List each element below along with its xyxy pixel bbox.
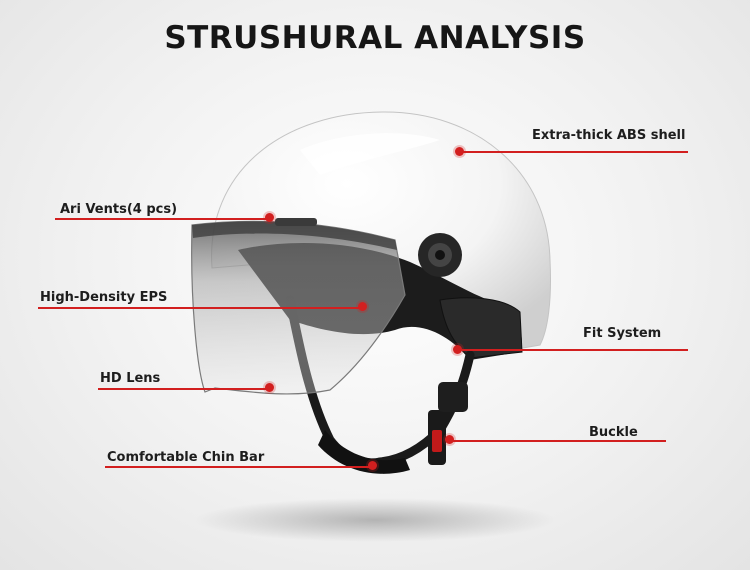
line-buckle — [450, 440, 666, 442]
page-title: STRUSHURAL ANALYSIS — [164, 20, 586, 56]
line-abs-shell — [460, 151, 688, 153]
line-fit-system — [458, 349, 688, 351]
label-fit-system: Fit System — [583, 326, 662, 341]
dot-hd-lens — [265, 383, 274, 392]
line-eps — [38, 307, 363, 309]
floor-shadow — [195, 498, 555, 542]
label-air-vents: Ari Vents(4 pcs) — [60, 202, 178, 217]
line-hd-lens — [98, 388, 270, 390]
label-buckle: Buckle — [589, 425, 638, 440]
label-abs-shell: Extra-thick ABS shell — [532, 128, 686, 143]
fit-system-cradle — [439, 297, 523, 359]
chin-pad — [318, 430, 410, 474]
dot-fit-system — [453, 345, 462, 354]
dot-chin-bar — [368, 461, 377, 470]
dot-buckle — [445, 435, 454, 444]
label-eps: High-Density EPS — [40, 290, 168, 305]
line-chin-bar — [105, 466, 373, 468]
dot-eps — [358, 302, 367, 311]
air-vent — [275, 218, 317, 226]
dot-abs-shell — [455, 147, 464, 156]
label-hd-lens: HD Lens — [100, 371, 161, 386]
line-air-vents — [55, 218, 270, 220]
label-chin-bar: Comfortable Chin Bar — [107, 450, 265, 465]
dot-air-vents — [265, 213, 274, 222]
